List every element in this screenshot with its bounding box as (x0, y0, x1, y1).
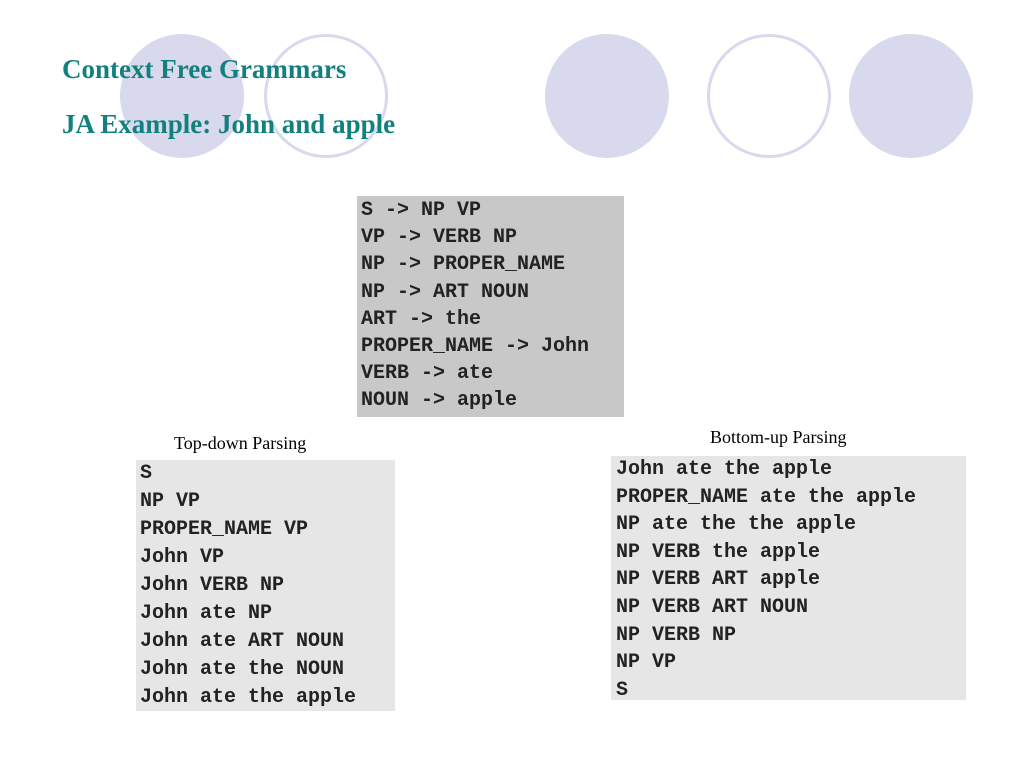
derivation-step: NP ate the the apple (616, 513, 857, 537)
derivation-step: John ate the apple (616, 458, 833, 481)
grammar-rule: ART -> the (361, 307, 482, 331)
derivation-step: NP VERB the apple (616, 540, 821, 564)
derivation-step: S (616, 678, 629, 700)
derivation-step: NP VERB NP (616, 623, 737, 647)
derivation-step: John VERB NP (140, 574, 285, 597)
grammar-rule: S -> NP VP (361, 199, 482, 222)
decorative-circle-2 (264, 34, 388, 158)
derivation-step: PROPER_NAME VP (140, 518, 309, 541)
derivation-step: John ate NP (140, 602, 273, 625)
derivation-step: John ate the NOUN (140, 658, 345, 681)
slide-subtitle: JA Example: John and apple (62, 109, 396, 139)
slide-title: Context Free Grammars (62, 54, 347, 84)
derivation-step: John VP (140, 546, 225, 569)
grammar-rules-box: S -> NP VP VP -> VERB NP NP -> PROPER_NA… (357, 196, 624, 417)
derivation-step: John ate the apple (140, 686, 357, 709)
derivation-step: NP VP (616, 651, 677, 675)
decorative-circle-4 (707, 34, 831, 158)
derivation-step: NP VP (140, 490, 201, 513)
grammar-rule: PROPER_NAME -> John (361, 335, 590, 359)
grammar-rule: NP -> PROPER_NAME (361, 253, 566, 277)
decorative-circle-3 (545, 34, 669, 158)
decorative-circle-1 (120, 34, 244, 158)
derivation-step: NP VERB ART apple (616, 568, 821, 592)
grammar-rule: VERB -> ate (361, 362, 494, 386)
derivation-step: PROPER_NAME ate the apple (616, 485, 917, 509)
derivation-step: S (140, 462, 153, 485)
decorative-circle-5 (849, 34, 973, 158)
derivation-step: NP VERB ART NOUN (616, 595, 809, 619)
grammar-rule: VP -> VERB NP (361, 226, 518, 250)
bottom-up-derivation-box: John ate the apple PROPER_NAME ate the a… (611, 456, 966, 700)
grammar-rule: NP -> ART NOUN (361, 280, 530, 304)
derivation-step: John ate ART NOUN (140, 630, 345, 653)
top-down-derivation-box: S NP VP PROPER_NAME VP John VP John VERB… (136, 460, 395, 711)
grammar-rule: NOUN -> apple (361, 389, 518, 413)
bottom-up-caption: Bottom-up Parsing (710, 427, 847, 447)
top-down-caption: Top-down Parsing (174, 433, 307, 453)
